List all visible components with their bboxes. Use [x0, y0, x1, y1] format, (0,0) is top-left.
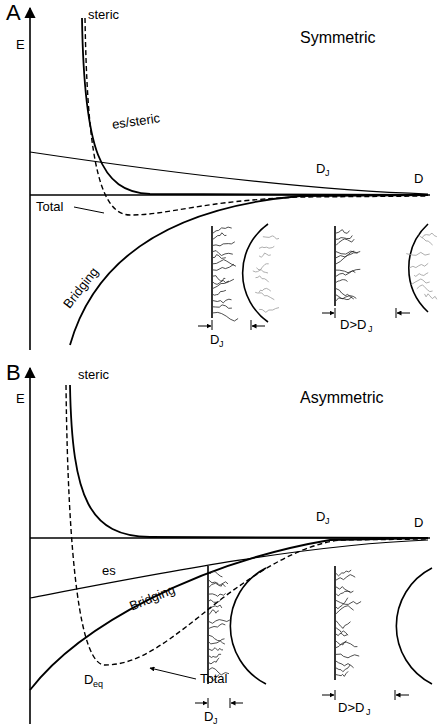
panel-letter: A: [6, 2, 21, 24]
curve-label: es: [102, 564, 116, 577]
polymer-chain: [209, 582, 228, 587]
polymer-chain: [414, 273, 428, 277]
polymer-chain: [336, 570, 351, 576]
polymer-chain: [336, 251, 354, 264]
axis-label: E: [16, 38, 25, 51]
polymer-chain: [336, 600, 361, 604]
polymer-chain: [336, 591, 350, 596]
subscript: J: [325, 169, 330, 178]
polymer-chain: [259, 253, 271, 257]
polymer-chain: [213, 299, 232, 303]
distance-label: D: [84, 673, 93, 686]
curve-label: es/steric: [111, 111, 161, 131]
panel-title: Symmetric: [300, 30, 376, 46]
polymer-chain: [209, 610, 219, 615]
polymer-chain: [406, 252, 429, 255]
subscript: J: [368, 325, 373, 334]
distance-label: D: [204, 710, 213, 723]
polymer-chain: [209, 658, 219, 664]
polymer-chain: [336, 642, 357, 648]
polymer-chain: [256, 276, 269, 282]
polymer-chain: [209, 593, 226, 596]
distance-label: D>D: [340, 318, 366, 331]
polymer-chain: [213, 279, 234, 288]
polymer-chain: [209, 620, 231, 624]
axis-label: E: [16, 392, 25, 405]
subscript: J: [219, 340, 224, 349]
distance-label: D: [316, 510, 325, 523]
polymer-chain: [336, 269, 360, 272]
distance-label: D: [210, 333, 219, 346]
polymer-chain: [257, 264, 269, 270]
polymer-chain: [213, 264, 234, 270]
polymer-chain: [336, 621, 351, 629]
panel-letter: B: [6, 362, 21, 384]
polymer-chain: [209, 648, 223, 651]
polymer-chain: [209, 639, 225, 644]
polymer-chain: [336, 634, 348, 637]
curve-label: Bridging: [61, 265, 101, 311]
polymer-chain: [336, 575, 355, 581]
polymer-chain: [336, 598, 348, 609]
polymer-chain: [213, 227, 232, 233]
polymer-chain: [336, 654, 359, 658]
polymer-chain: [213, 242, 235, 246]
polymer-chain: [336, 230, 350, 234]
polymer-chain: [263, 236, 279, 239]
polymer-chain: [259, 308, 279, 313]
polymer-chain: [209, 654, 221, 657]
polymer-chain: [422, 233, 437, 238]
curve-label: steric: [78, 368, 109, 381]
polymer-chain: [209, 597, 223, 602]
polymer-chain: [259, 246, 274, 248]
curve-label: Total: [200, 672, 227, 685]
axis-label: D: [414, 172, 423, 185]
curve-label: Bridging: [128, 583, 177, 613]
polymer-chain: [209, 635, 225, 644]
polymer-chain: [213, 290, 226, 295]
panel-title: Asymmetric: [300, 390, 384, 406]
polymer-chain: [209, 605, 222, 608]
polymer-chain: [255, 292, 274, 299]
polymer-chain: [209, 571, 222, 577]
polymer-chain: [213, 312, 238, 321]
polymer-chain: [411, 279, 429, 285]
subscript: J: [325, 517, 330, 526]
polymer-chain: [336, 239, 354, 246]
polymer-chain: [336, 271, 355, 276]
polymer-chain: [336, 296, 356, 301]
subscript: J: [366, 708, 371, 717]
polymer-chain: [336, 606, 354, 614]
polymer-chain: [419, 235, 433, 245]
polymer-chain: [213, 305, 232, 308]
axis-label: D: [414, 516, 423, 529]
polymer-chain: [336, 280, 347, 283]
curve-label: Total: [36, 200, 63, 213]
distance-label: D>D: [338, 701, 364, 714]
subscript: J: [213, 717, 218, 726]
subscript: eq: [93, 680, 103, 689]
polymer-chain: [209, 624, 225, 629]
polymer-chain: [417, 285, 433, 292]
polymer-chain: [425, 294, 437, 300]
polymer-chain: [336, 665, 350, 672]
distance-label: D: [316, 162, 325, 175]
polymer-chain: [213, 255, 226, 259]
polymer-chain: [213, 233, 226, 239]
polymer-chain: [336, 661, 354, 668]
polymer-chain: [410, 263, 429, 268]
polymer-chain: [259, 288, 271, 292]
polymer-chain: [336, 671, 348, 676]
polymer-chain: [336, 627, 348, 635]
curve-label: steric: [88, 8, 119, 21]
polymer-chain: [213, 251, 233, 256]
